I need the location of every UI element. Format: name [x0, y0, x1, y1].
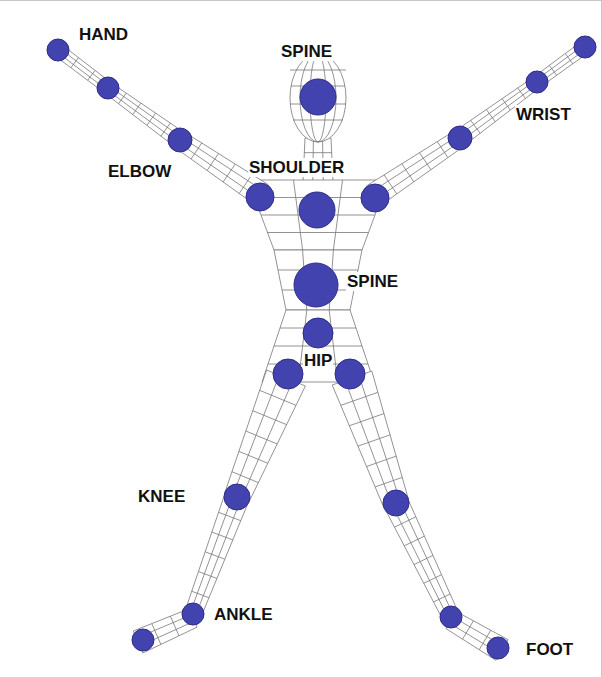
mesh-line: [147, 113, 156, 125]
mesh-line: [424, 575, 442, 584]
mesh-line: [223, 164, 235, 182]
mesh-line: [232, 472, 259, 483]
mesh-line: [341, 392, 378, 405]
mesh-line: [88, 70, 95, 80]
limb-outline: [225, 370, 305, 502]
mesh-line: [191, 143, 202, 159]
part-label: SHOULDER: [248, 158, 345, 177]
mesh-line: [400, 501, 454, 616]
mesh-line: [196, 499, 241, 616]
mesh-line: [170, 616, 179, 636]
mesh-line: [205, 552, 225, 559]
mesh-line: [192, 591, 209, 597]
mesh-line: [414, 555, 433, 564]
mesh-line: [212, 532, 233, 540]
mesh-line: [375, 477, 402, 487]
mesh-line: [437, 142, 448, 158]
mesh-line: [239, 451, 268, 463]
mesh-line: [375, 141, 461, 200]
mesh-line: [367, 456, 397, 466]
mesh-line: [359, 376, 400, 502]
mesh-line: [107, 90, 178, 143]
part-label: FOOT: [525, 640, 574, 659]
mesh-line: [268, 232, 369, 233]
mesh-line: [219, 512, 241, 520]
mesh-line: [486, 110, 495, 122]
mesh-line: [161, 123, 170, 136]
mesh-line: [371, 135, 459, 192]
mesh-line: [471, 120, 480, 133]
mesh-line: [420, 153, 431, 170]
mesh-line: [434, 594, 451, 602]
limb-outline: [185, 493, 249, 617]
mesh-line: [190, 495, 233, 612]
part-label: ELBOW: [107, 162, 172, 181]
mesh-line: [565, 54, 572, 64]
mesh-line: [260, 390, 296, 405]
mesh-line: [402, 164, 414, 182]
part-label: HIP: [303, 351, 333, 370]
mesh-line: [404, 536, 424, 546]
mesh-line: [246, 431, 277, 444]
mesh-line: [549, 65, 556, 75]
mesh-line: [71, 58, 79, 68]
part-label: WRIST: [515, 105, 572, 124]
mesh-line: [392, 505, 448, 618]
mesh-line: [345, 380, 392, 504]
part-label: KNEE: [137, 487, 186, 506]
mesh-line: [253, 411, 287, 425]
mesh-line: [395, 517, 416, 527]
mesh-line: [349, 414, 384, 426]
part-label: SPINE: [346, 272, 399, 291]
mesh-line: [207, 154, 218, 171]
mesh-line: [241, 381, 293, 499]
mesh-line: [502, 99, 510, 110]
part-label: ANKLE: [213, 605, 274, 624]
mesh-line: [233, 375, 279, 495]
mesh-line: [109, 86, 182, 137]
mesh-line: [198, 572, 216, 579]
mesh-line: [358, 435, 390, 446]
mesh-line: [304, 152, 331, 153]
part-label: HAND: [78, 25, 129, 44]
part-label: SPINE: [280, 42, 333, 61]
mesh-line: [119, 93, 127, 104]
limb-outline: [332, 371, 408, 507]
mesh-line: [133, 103, 141, 114]
mesh-line: [518, 88, 526, 99]
